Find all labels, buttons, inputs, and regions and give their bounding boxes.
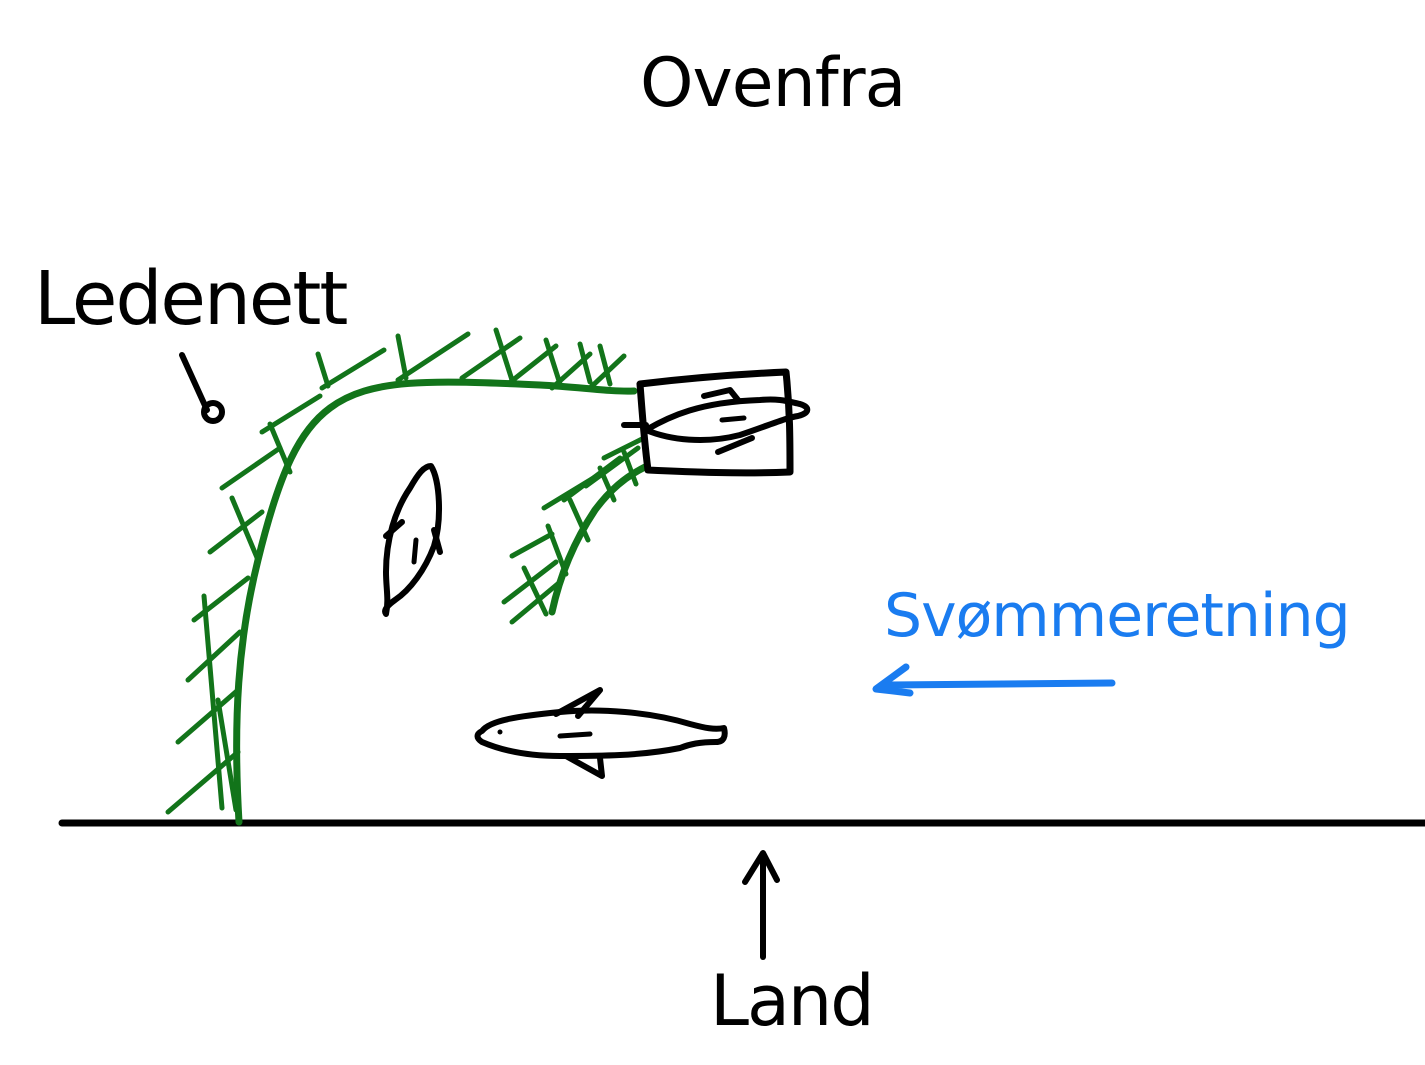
net-mesh-strand bbox=[459, 335, 523, 381]
net-mesh-strand bbox=[577, 341, 593, 385]
land-arrow bbox=[742, 850, 780, 960]
diagram-title: Ovenfra bbox=[640, 44, 906, 123]
inner-net-mesh bbox=[501, 435, 647, 625]
net-mesh-strand bbox=[597, 343, 613, 387]
net-mesh-strand bbox=[493, 327, 515, 383]
net-mesh-strand bbox=[545, 523, 569, 577]
inner-net-line bbox=[548, 463, 649, 616]
fish-swimming-up bbox=[382, 463, 443, 617]
net-mesh-strand bbox=[315, 351, 331, 389]
net-mesh-strand bbox=[509, 531, 555, 559]
net-mesh-strand bbox=[185, 629, 243, 683]
net-mesh-strand bbox=[597, 465, 617, 503]
swim-direction-arrow bbox=[872, 663, 1116, 697]
fish-swimming-left bbox=[474, 687, 728, 779]
outer-net-line bbox=[233, 378, 638, 826]
net-mesh-strand bbox=[583, 445, 641, 489]
net-mesh-strand bbox=[395, 333, 409, 381]
net-mesh-strand bbox=[319, 347, 387, 391]
net-mesh-strand bbox=[175, 687, 241, 745]
net-mesh-strand bbox=[201, 593, 225, 811]
net-mesh-strand bbox=[521, 565, 549, 617]
outer-net-mesh bbox=[165, 327, 627, 815]
net-mesh-strand bbox=[601, 435, 647, 461]
net-mesh-strand bbox=[267, 421, 293, 475]
net-mesh-strand bbox=[215, 697, 239, 813]
swim-direction-label: Svømmeretning bbox=[884, 581, 1351, 651]
land-label: Land bbox=[710, 960, 875, 1042]
net-mesh-strand bbox=[395, 331, 471, 383]
net-mesh-strand bbox=[509, 579, 563, 625]
fish-in-trap bbox=[643, 387, 811, 455]
net-mesh-strand bbox=[229, 495, 261, 563]
net-mesh-strand bbox=[621, 449, 639, 487]
net-label: Ledenett bbox=[34, 256, 348, 342]
trap-box bbox=[621, 368, 794, 477]
net-mesh-strand bbox=[219, 445, 283, 491]
net-mesh-strand bbox=[207, 509, 265, 555]
net-mesh-strand bbox=[567, 497, 591, 543]
net-mesh-strand bbox=[543, 337, 563, 387]
net-label-pointer bbox=[179, 352, 225, 424]
